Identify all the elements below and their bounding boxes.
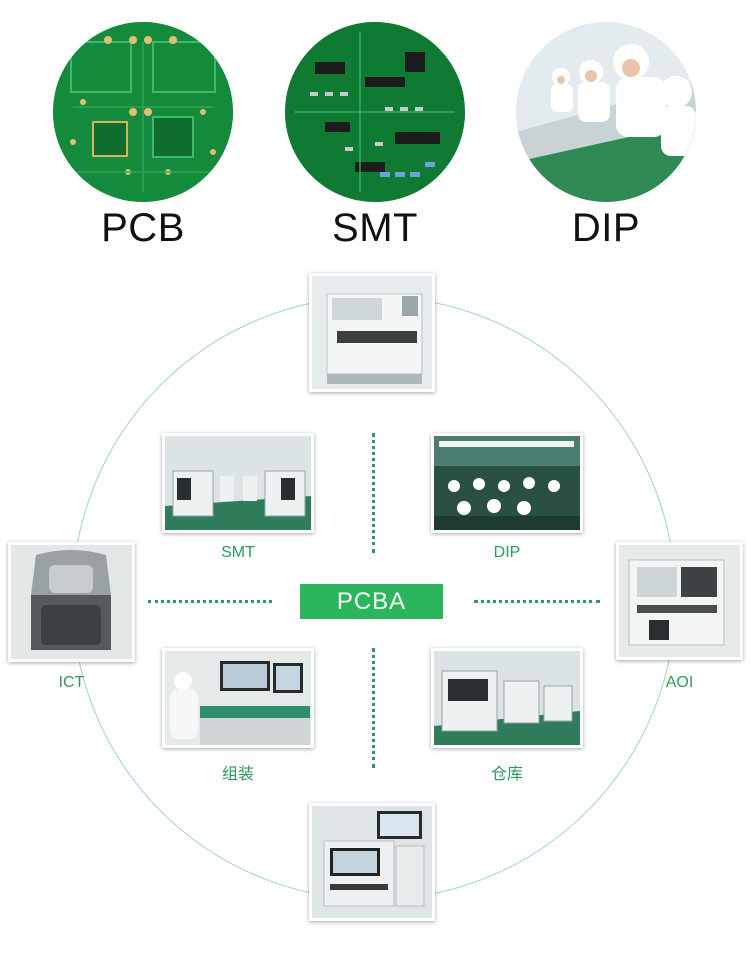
machine-photo-bottom [309, 803, 435, 921]
warehouse-photo [431, 648, 583, 748]
machine-photo-top [309, 273, 435, 392]
pcb-board-image [53, 22, 233, 202]
assembly-caption: 组装 [221, 766, 254, 783]
dip-label: DIP [571, 206, 641, 250]
dip-line-photo [431, 433, 583, 533]
connector-right [474, 600, 600, 603]
dip-caption: DIP [493, 544, 521, 561]
smt-caption: SMT [221, 544, 255, 561]
connector-left [148, 600, 272, 603]
warehouse-caption: 仓库 [490, 766, 523, 783]
assembly-photo [162, 648, 314, 748]
ict-caption: ICT [58, 674, 85, 691]
smt-board-image [285, 22, 465, 202]
smt-label: SMT [332, 206, 418, 250]
pcba-center-badge: PCBA [300, 584, 443, 619]
smt-line-photo [162, 433, 314, 533]
pcb-label: PCB [101, 206, 185, 250]
connector-bottom [372, 648, 375, 768]
aoi-caption: AOI [665, 674, 694, 691]
connector-top [372, 433, 375, 553]
dip-workers-image [516, 22, 696, 202]
ict-machine-photo [8, 542, 135, 662]
aoi-machine-photo [616, 542, 743, 660]
